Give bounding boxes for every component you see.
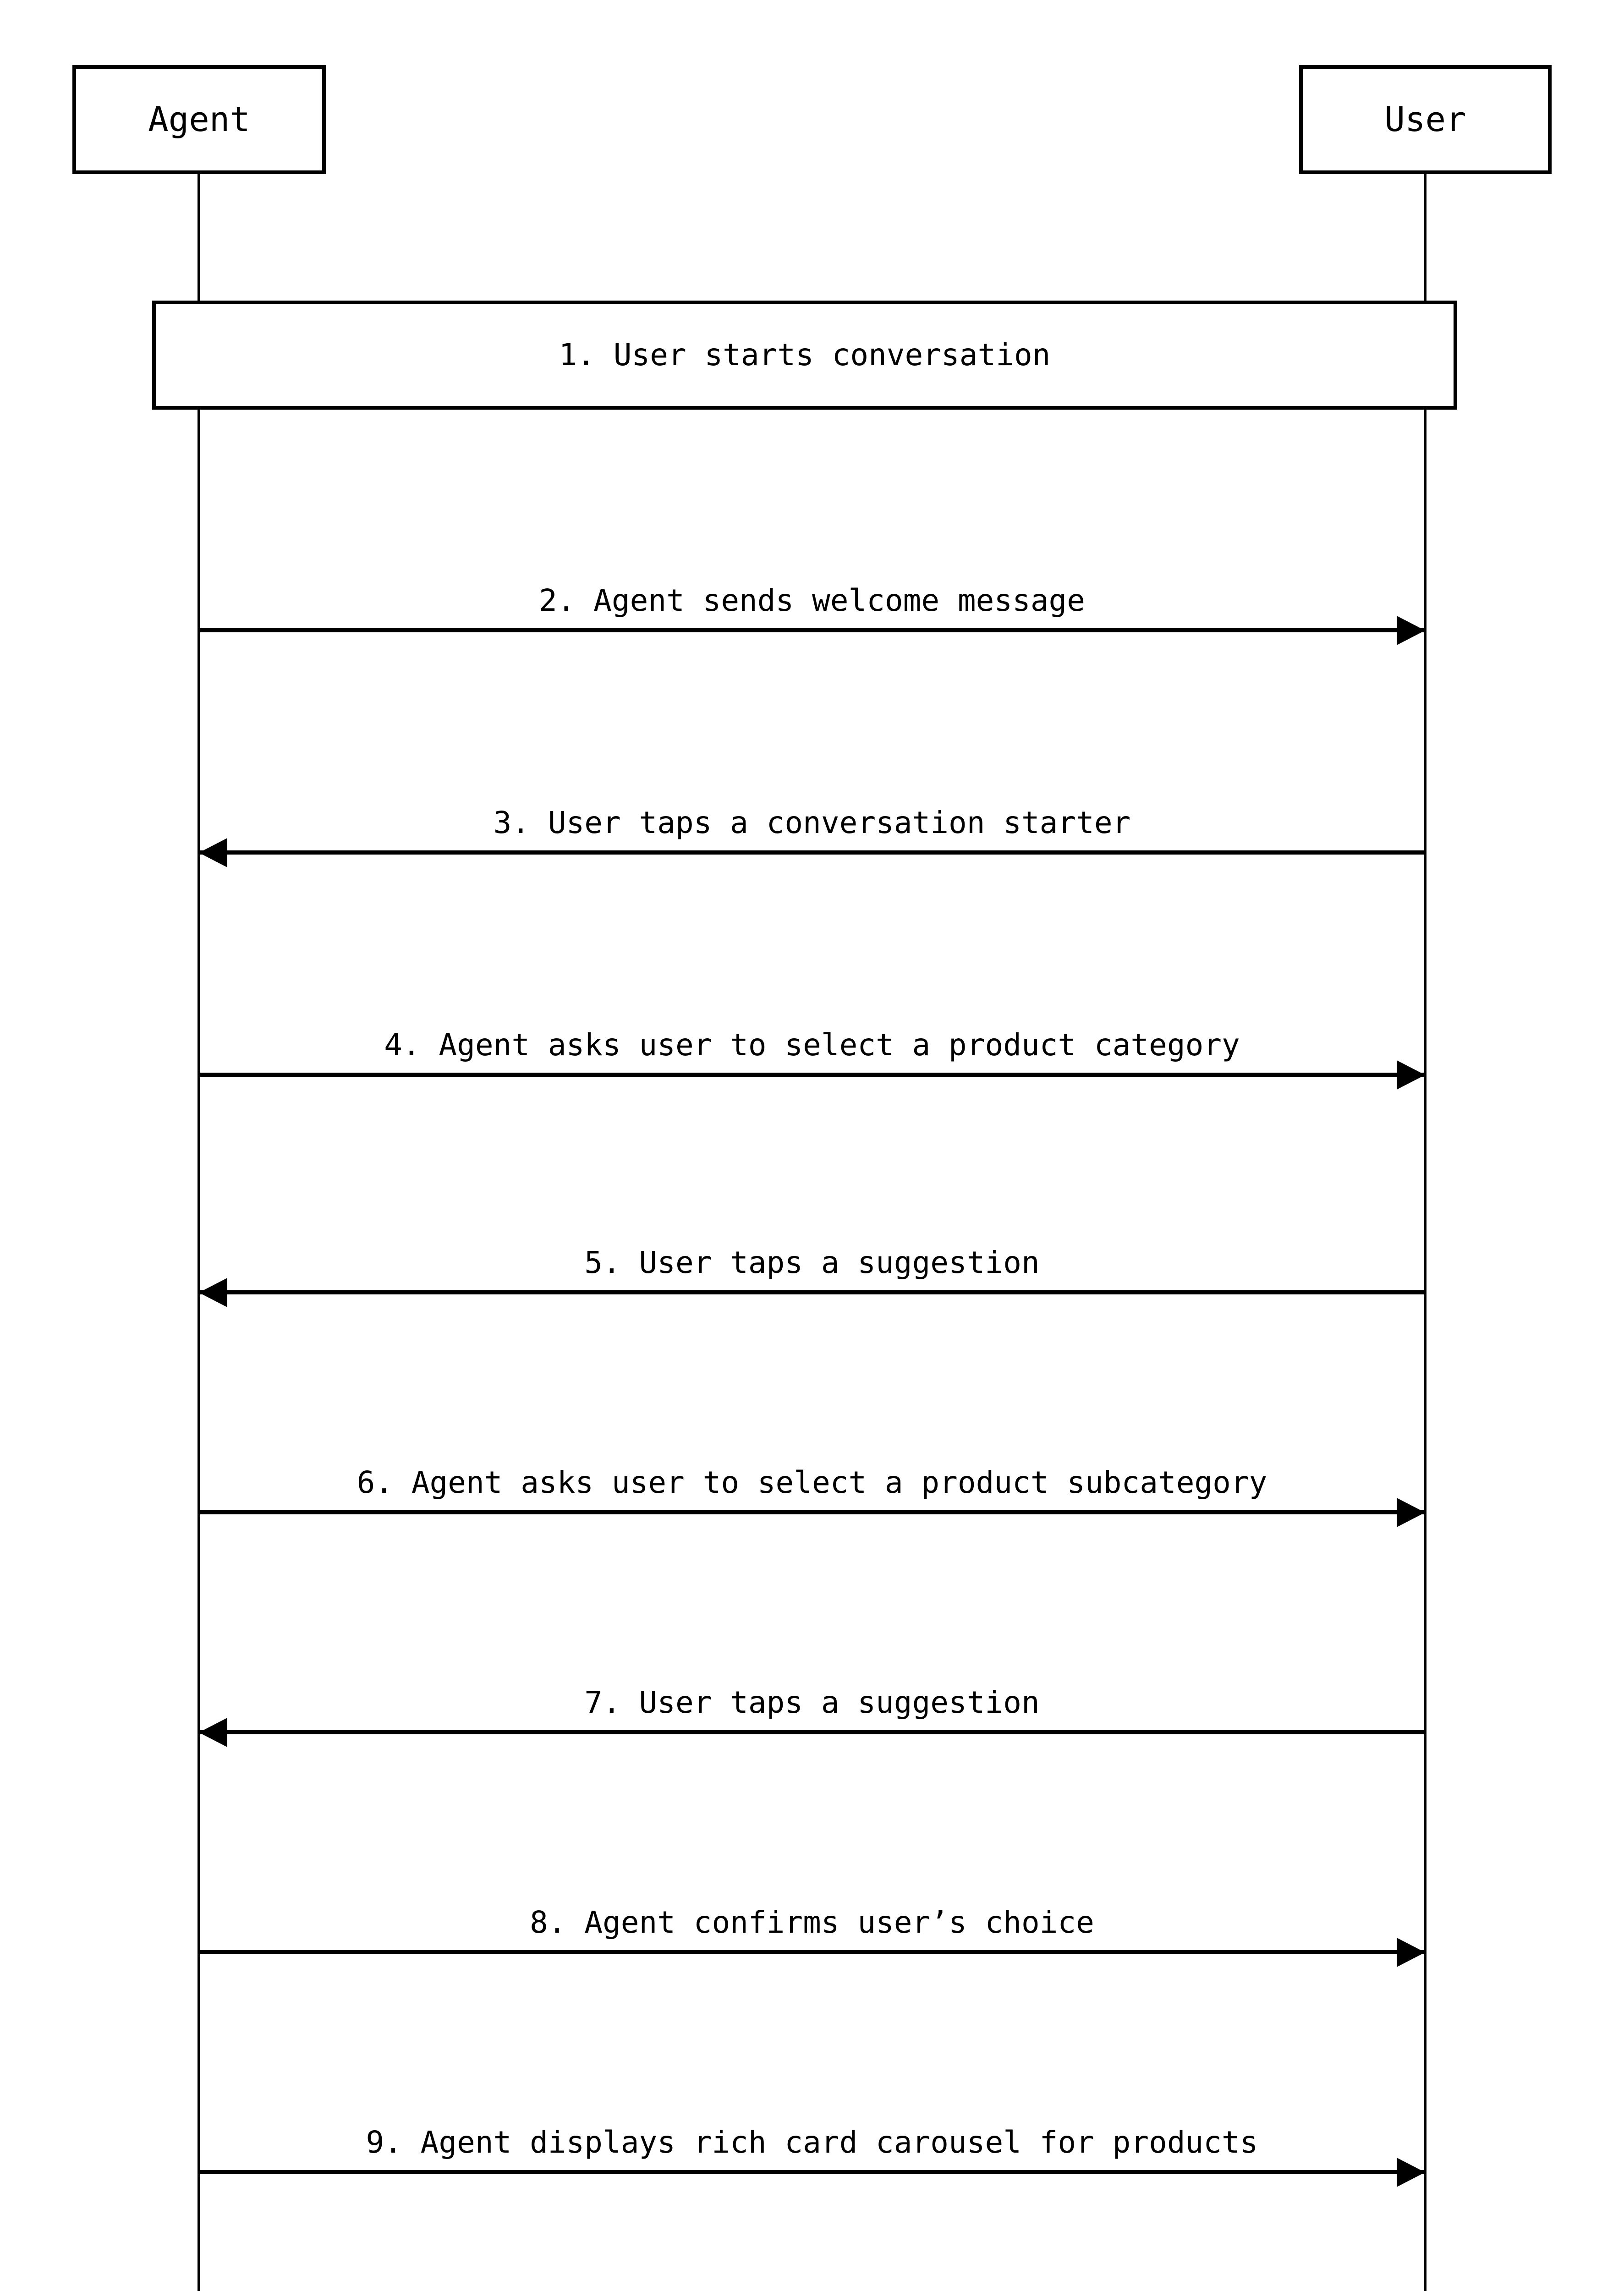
- message-8[interactable]: 8. Agent confirms user’s choice: [199, 1835, 1425, 1967]
- message-5-line: [199, 1290, 1425, 1294]
- message-6-arrowhead: [1397, 1498, 1425, 1527]
- message-2-line: [199, 628, 1425, 632]
- message-8-line: [199, 1950, 1425, 1954]
- message-6[interactable]: 6. Agent asks user to select a product s…: [199, 1395, 1425, 1527]
- lifeline-agent: [198, 174, 200, 2291]
- message-3-line: [199, 850, 1425, 855]
- message-9[interactable]: 9. Agent displays rich card carousel for…: [199, 2055, 1425, 2187]
- message-4-line: [199, 1073, 1425, 1077]
- participant-user-top[interactable]: User: [1299, 65, 1552, 174]
- message-4-arrowhead: [1397, 1060, 1425, 1090]
- message-10[interactable]: 10. User selects a product: [199, 2275, 1425, 2291]
- message-3-label: 3. User taps a conversation starter: [493, 805, 1131, 841]
- participant-user-top-label: User: [1384, 100, 1466, 139]
- message-2-label: 2. Agent sends welcome message: [538, 583, 1086, 619]
- message-4[interactable]: 4. Agent asks user to select a product c…: [199, 958, 1425, 1090]
- message-7-label: 7. User taps a suggestion: [584, 1685, 1040, 1721]
- message-8-label: 8. Agent confirms user’s choice: [530, 1905, 1094, 1940]
- message-9-label: 9. Agent displays rich card carousel for…: [366, 2125, 1258, 2160]
- message-9-arrowhead: [1397, 2158, 1425, 2187]
- message-8-arrowhead: [1397, 1938, 1425, 1967]
- message-9-line: [199, 2170, 1425, 2174]
- message-7-arrowhead: [199, 1718, 227, 1747]
- lifeline-user: [1424, 174, 1426, 2291]
- message-1-box[interactable]: 1. User starts conversation: [152, 301, 1457, 410]
- participant-agent-top[interactable]: Agent: [72, 65, 326, 174]
- message-2-arrowhead: [1397, 616, 1425, 645]
- message-2[interactable]: 2. Agent sends welcome message: [199, 513, 1425, 645]
- message-6-label: 6. Agent asks user to select a product s…: [357, 1465, 1267, 1501]
- message-4-label: 4. Agent asks user to select a product c…: [384, 1027, 1240, 1063]
- message-7[interactable]: 7. User taps a suggestion: [199, 1615, 1425, 1747]
- message-7-line: [199, 1730, 1425, 1734]
- message-5-label: 5. User taps a suggestion: [584, 1245, 1040, 1281]
- message-5[interactable]: 5. User taps a suggestion: [199, 1175, 1425, 1307]
- message-1-label: 1. User starts conversation: [559, 337, 1051, 373]
- message-5-arrowhead: [199, 1278, 227, 1307]
- message-6-line: [199, 1510, 1425, 1514]
- message-3[interactable]: 3. User taps a conversation starter: [199, 735, 1425, 867]
- message-3-arrowhead: [199, 838, 227, 867]
- participant-agent-top-label: Agent: [148, 100, 250, 139]
